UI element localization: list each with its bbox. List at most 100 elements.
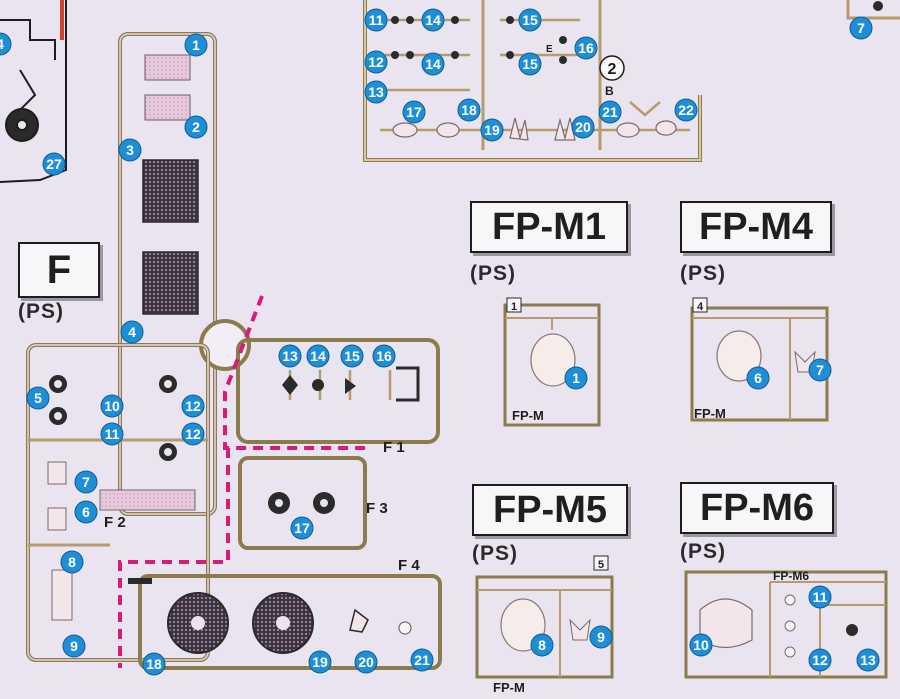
part-callout-circle — [856, 648, 880, 672]
fp-m4-title: FP-M4 — [680, 201, 832, 253]
part-callout-number: 18 — [146, 656, 162, 672]
part-callout-circle — [118, 138, 142, 162]
part-callout-number: 20 — [575, 119, 591, 135]
fp-m6-material: (PS) — [680, 540, 726, 563]
part-callout-circle — [574, 36, 598, 60]
runner-f-title: F — [18, 242, 100, 298]
part-callout-number: 12 — [185, 398, 201, 414]
top-runner-small-letter: E — [546, 44, 553, 55]
part-callout-number: 12 — [185, 426, 201, 442]
part-callout-number: 19 — [312, 654, 328, 670]
part-callout-number: 8 — [68, 554, 76, 570]
part-callout-circle — [421, 8, 445, 32]
top-runner-tag-letter: B — [605, 84, 614, 98]
part-callout-circle — [354, 650, 378, 674]
fp-m6-frame-label: FP-M6 — [773, 569, 809, 583]
part-callout-circle — [364, 50, 388, 74]
part-callout-number: 12 — [368, 54, 384, 70]
fp-m1-frame-label: FP-M — [512, 408, 544, 423]
part-callout-number: 16 — [578, 40, 594, 56]
part-callout-circle — [571, 115, 595, 139]
part-callout-number: 1 — [192, 37, 200, 53]
part-callout-circle — [60, 550, 84, 574]
part-callout-number: 20 — [358, 654, 374, 670]
part-callout-number: 16 — [376, 348, 392, 364]
fp-m5-runner: 5 FP-M — [475, 555, 614, 695]
top-right-fragment — [846, 0, 900, 20]
fp-m5-title: FP-M5 — [472, 484, 628, 536]
part-callout-number: 27 — [46, 156, 62, 172]
part-callout-number: 11 — [813, 589, 828, 605]
runner-f2-tag: F 2 — [104, 514, 126, 531]
part-callout-circle — [26, 386, 50, 410]
part-callout-number: 6 — [754, 370, 762, 386]
part-callout-number: 9 — [70, 638, 78, 654]
part-callout-number: 10 — [693, 637, 709, 653]
part-callout-circle — [808, 358, 832, 382]
part-callout-number: 21 — [602, 104, 618, 120]
part-callout-number: 13 — [860, 652, 876, 668]
part-callout-circle — [100, 422, 124, 446]
part-callout-number: 15 — [344, 348, 360, 364]
part-callout-number: 5 — [34, 390, 42, 406]
part-callout-circle — [290, 516, 314, 540]
part-callout-number: 2 — [192, 119, 200, 135]
part-callout-number: 11 — [369, 12, 384, 28]
runner-f1-tag: F 1 — [383, 439, 405, 456]
part-callout-number: 15 — [522, 12, 538, 28]
fp-m5-frame-label: FP-M — [493, 680, 525, 695]
part-callout-circle — [364, 8, 388, 32]
fp-m5-frame-number: 5 — [598, 559, 604, 571]
part-callout-number: 4 — [128, 324, 136, 340]
part-callout-number: 7 — [816, 362, 824, 378]
part-callout-circle — [564, 366, 588, 390]
part-callout-circle — [518, 8, 542, 32]
part-callout-number: 4 — [0, 36, 4, 52]
runner-f3-tag: F 3 — [366, 500, 388, 517]
part-callout-number: 19 — [484, 122, 500, 138]
part-callout-number: 13 — [282, 348, 298, 364]
part-callout-number: 21 — [414, 652, 430, 668]
part-callout-number: 22 — [678, 102, 694, 118]
part-callout-circle — [308, 650, 332, 674]
top-runner-tags: 2 B E — [546, 44, 625, 98]
part-callout-number: 18 — [461, 102, 477, 118]
fp-m4-frame-label: FP-M — [694, 406, 726, 421]
fp-m4-frame-number: 4 — [697, 301, 704, 313]
part-callout-number: 7 — [82, 474, 90, 490]
part-callout-number: 10 — [104, 398, 120, 414]
part-callout-circle — [142, 652, 166, 676]
part-callout-circle — [306, 344, 330, 368]
part-callout-number: 7 — [857, 20, 865, 36]
part-callout-number: 14 — [425, 56, 441, 72]
part-callout-circle — [364, 80, 388, 104]
fp-m1-material: (PS) — [470, 262, 516, 285]
part-callout-circle — [340, 344, 364, 368]
part-callout-number: 13 — [368, 84, 384, 100]
part-callout-number: 8 — [538, 637, 546, 653]
part-callout-circle — [589, 625, 613, 649]
part-callout-number: 9 — [597, 629, 605, 645]
fp-m4-runner: 4 FP-M — [690, 297, 829, 422]
part-callout-number: 14 — [310, 348, 326, 364]
part-callout-circle — [42, 152, 66, 176]
part-callout-circle — [62, 634, 86, 658]
part-callout-number: 1 — [572, 370, 580, 386]
part-callout-circle — [689, 633, 713, 657]
fp-m4-material: (PS) — [680, 262, 726, 285]
part-callout-circle — [184, 115, 208, 139]
part-callout-circle — [808, 585, 832, 609]
part-callout-circle — [808, 648, 832, 672]
part-callout-circle — [746, 366, 770, 390]
part-callout-circle — [0, 32, 12, 56]
runner-f-material: (PS) — [18, 300, 64, 323]
part-callout-circle — [74, 500, 98, 524]
part-callout-circle — [518, 52, 542, 76]
part-callout-circle — [181, 422, 205, 446]
part-callout-circle — [480, 118, 504, 142]
runner-f: F 1 F 2 F 3 F 4 — [26, 32, 442, 670]
runner-f4-tag: F 4 — [398, 557, 420, 574]
